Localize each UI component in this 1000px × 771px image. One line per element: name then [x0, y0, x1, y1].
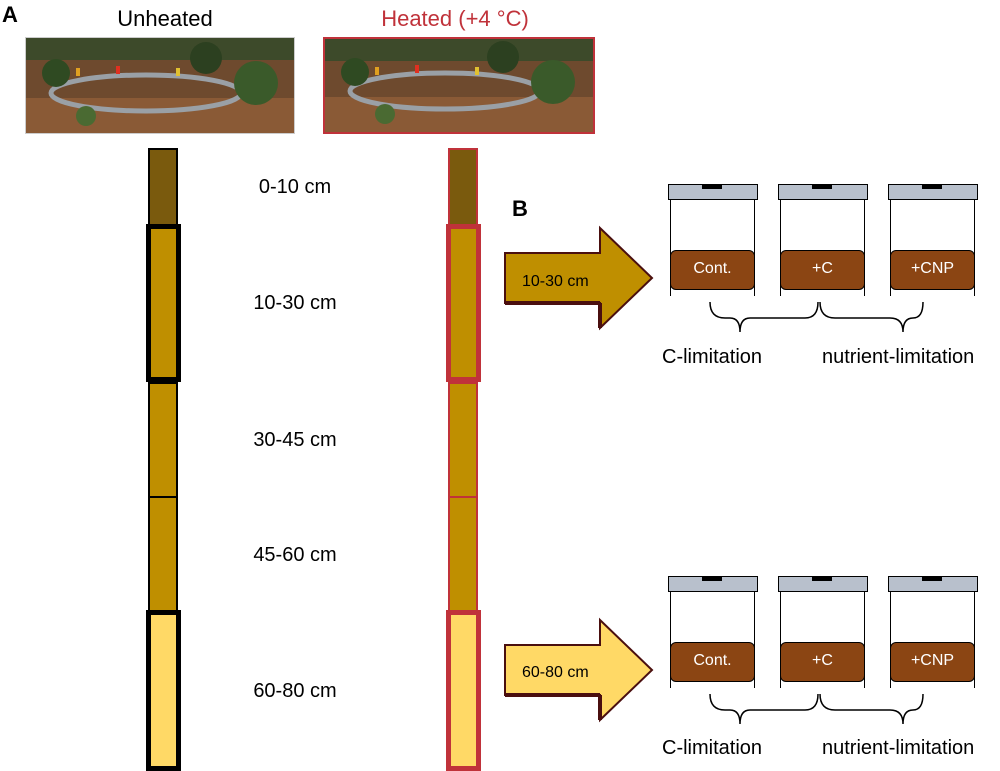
- nutrient-limitation-label-bottom: nutrient-limitation: [822, 737, 975, 759]
- jar-body: [670, 199, 755, 296]
- jar-cap-knob: [922, 184, 942, 189]
- heated-plot-photo: [323, 37, 595, 134]
- panel-a-letter: A: [2, 2, 18, 27]
- depth-label-10-30: 10-30 cm: [253, 292, 337, 314]
- braces-bottom: [709, 693, 924, 725]
- jar-body: [670, 591, 755, 688]
- jar-bottom-control: Cont.: [668, 576, 758, 688]
- unheated-soil-60-80: [146, 610, 181, 771]
- c-limitation-label-top: C-limitation: [662, 346, 763, 368]
- heated-soil-0-10: [448, 148, 478, 226]
- jar-soil-label: +CNP: [890, 642, 975, 682]
- jar-cap-knob: [922, 576, 942, 581]
- depth-label-30-45: 30-45 cm: [253, 429, 337, 451]
- jar-cap-knob: [702, 576, 722, 581]
- unheated-soil-45-60: [148, 497, 178, 612]
- c-limitation-label-bottom: C-limitation: [662, 737, 763, 759]
- jar-body: [780, 199, 865, 296]
- jar-soil-label: +C: [780, 250, 865, 290]
- unheated-soil-10-30: [146, 224, 181, 382]
- braces-top: [709, 301, 924, 333]
- jar-body: [890, 591, 975, 688]
- arrow-60-80: [504, 617, 654, 723]
- jar-cap-knob: [702, 184, 722, 189]
- depth-label-60-80: 60-80 cm: [253, 680, 337, 702]
- jar-cap-knob: [812, 184, 832, 189]
- jar-soil-label: +C: [780, 642, 865, 682]
- unheated-soil-30-45: [148, 382, 178, 497]
- panel-b-letter: B: [512, 196, 528, 221]
- nutrient-limitation-label-top: nutrient-limitation: [822, 346, 975, 368]
- jar-bottom-c: +C: [778, 576, 868, 688]
- jar-soil-label: Cont.: [670, 642, 755, 682]
- unheated-plot-photo: [25, 37, 295, 134]
- arrow-60-80-label: 60-80 cm: [522, 664, 589, 681]
- unheated-soil-0-10: [148, 148, 178, 226]
- unheated-title: Unheated: [117, 6, 213, 31]
- jar-body: [890, 199, 975, 296]
- arrow-10-30: [504, 225, 654, 331]
- heated-soil-30-45: [448, 382, 478, 497]
- jar-body: [780, 591, 865, 688]
- jar-soil-label: Cont.: [670, 250, 755, 290]
- heated-soil-60-80: [446, 610, 481, 771]
- heated-title: Heated (+4 °C): [381, 6, 529, 31]
- jar-soil-label: +CNP: [890, 250, 975, 290]
- arrow-10-30-label: 10-30 cm: [522, 273, 589, 290]
- depth-label-45-60: 45-60 cm: [253, 544, 337, 566]
- jar-top-c: +C: [778, 184, 868, 296]
- heated-soil-45-60: [448, 497, 478, 612]
- depth-label-0-10: 0-10 cm: [258, 176, 332, 198]
- jar-bottom-cnp: +CNP: [888, 576, 978, 688]
- heated-soil-10-30: [446, 224, 481, 382]
- jar-top-cnp: +CNP: [888, 184, 978, 296]
- jar-cap-knob: [812, 576, 832, 581]
- jar-top-control: Cont.: [668, 184, 758, 296]
